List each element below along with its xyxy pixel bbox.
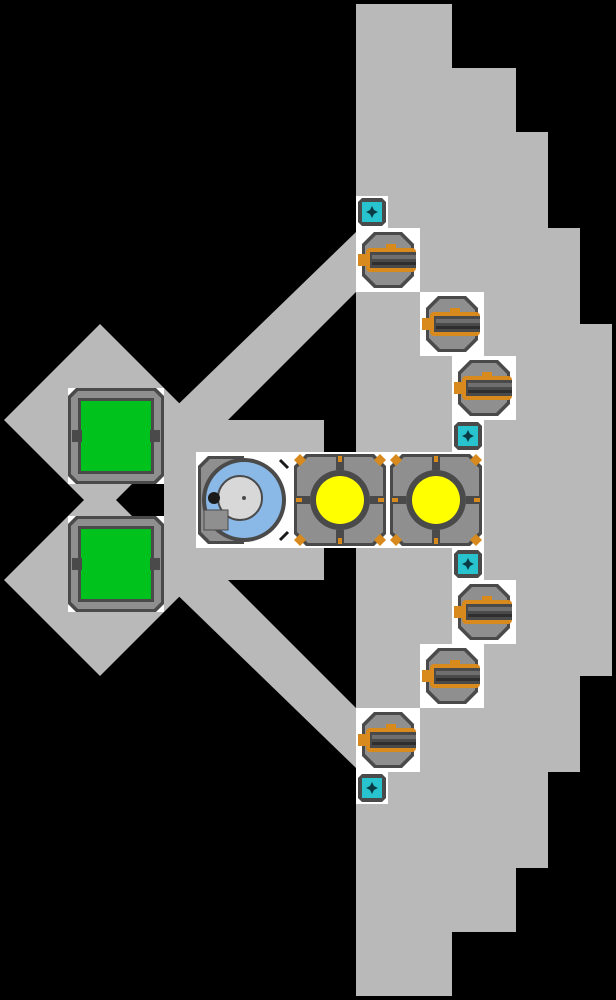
cannon-icon bbox=[420, 292, 484, 356]
shield-node[interactable] bbox=[452, 420, 484, 452]
hull-upper-strut bbox=[162, 232, 356, 420]
shield-node[interactable] bbox=[452, 548, 484, 580]
cannon-icon bbox=[420, 644, 484, 708]
cannon-module[interactable] bbox=[452, 356, 516, 420]
cannon-module[interactable] bbox=[420, 644, 484, 708]
reactor-module[interactable] bbox=[292, 452, 388, 548]
engine-icon bbox=[68, 388, 164, 484]
engine-icon bbox=[68, 516, 164, 612]
cannon-module[interactable] bbox=[452, 580, 516, 644]
hull-right-wing bbox=[356, 4, 612, 996]
shield-node-icon bbox=[356, 772, 388, 804]
cannon-icon bbox=[356, 708, 420, 772]
reactor-icon bbox=[388, 452, 484, 548]
shield-node-icon bbox=[356, 196, 388, 228]
shield-node[interactable] bbox=[356, 196, 388, 228]
shield-node[interactable] bbox=[356, 772, 388, 804]
cannon-module[interactable] bbox=[356, 228, 420, 292]
reactor-module[interactable] bbox=[388, 452, 484, 548]
reactor-icon bbox=[292, 452, 388, 548]
engine-module[interactable] bbox=[68, 516, 164, 612]
cannon-icon bbox=[452, 356, 516, 420]
engine-module[interactable] bbox=[68, 388, 164, 484]
shield-node-icon bbox=[452, 548, 484, 580]
cannon-module[interactable] bbox=[420, 292, 484, 356]
cockpit-module[interactable] bbox=[196, 452, 292, 548]
cannon-module[interactable] bbox=[356, 708, 420, 772]
cannon-icon bbox=[452, 580, 516, 644]
cockpit-icon bbox=[196, 452, 292, 548]
hull-lower-strut bbox=[162, 580, 356, 768]
cannon-icon bbox=[356, 228, 420, 292]
shield-node-icon bbox=[452, 420, 484, 452]
